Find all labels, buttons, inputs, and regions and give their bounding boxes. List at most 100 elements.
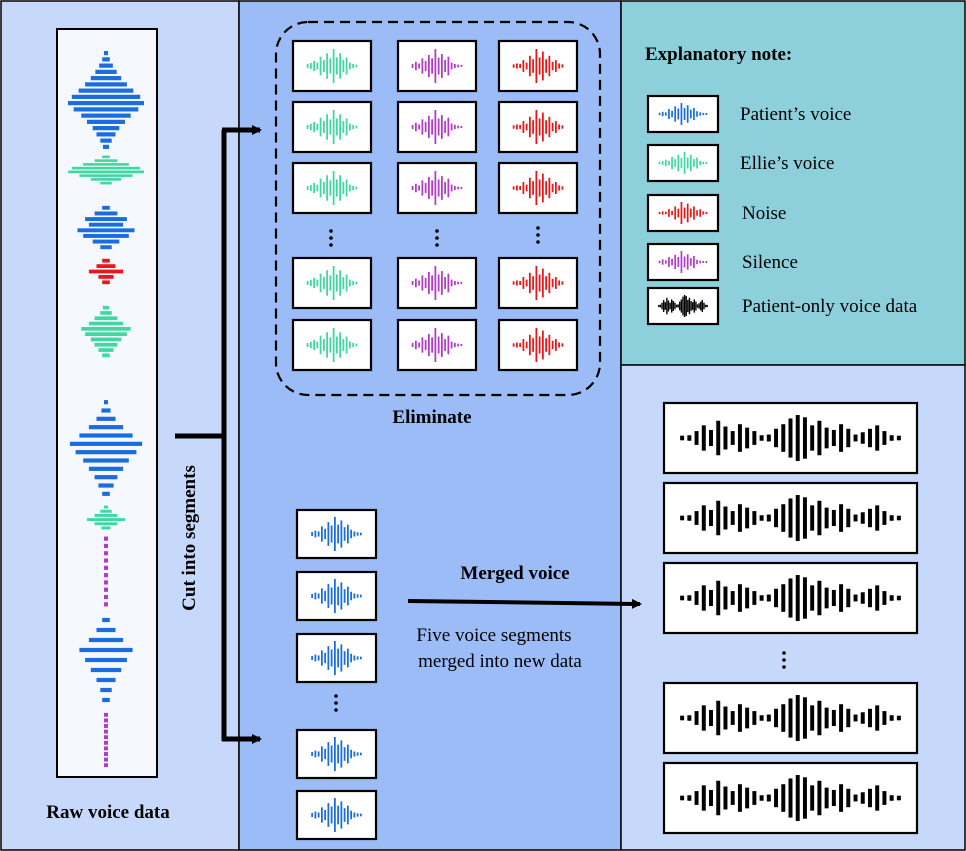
segment-tile-silence — [396, 318, 478, 372]
segment-tile-noise — [497, 39, 579, 93]
legend-label: Patient-only voice data — [742, 296, 918, 317]
eliminate-group — [274, 20, 602, 397]
legend-item-patient_only: Patient-only voice data — [646, 286, 918, 326]
waveform-icon — [658, 103, 708, 125]
legend-swatch — [646, 242, 720, 282]
waveform-icon — [306, 171, 358, 205]
raw-segment-noise — [88, 258, 124, 285]
waveform-icon — [306, 266, 358, 300]
legend-item-silence: Silence — [646, 242, 798, 282]
eliminated-segments — [291, 39, 579, 372]
segment-tile-noise — [497, 256, 579, 310]
waveform-icon — [680, 415, 901, 461]
ellipsis-markers — [329, 226, 786, 712]
legend-label: Silence — [742, 252, 798, 273]
legend-swatch — [646, 94, 720, 134]
waveform-icon — [311, 579, 362, 613]
raw-segment-patient — [68, 51, 144, 149]
legend-item-ellie: Ellie’s voice — [646, 143, 834, 183]
merged-output-tile — [662, 481, 919, 555]
segment-tile-noise — [497, 100, 579, 154]
waveform-icon — [680, 575, 901, 621]
waveform-icon — [306, 328, 358, 362]
legend-label: Noise — [742, 203, 786, 224]
waveform-icon — [311, 798, 362, 832]
patient-segments — [295, 508, 378, 841]
waveform-icon — [658, 251, 708, 273]
raw-segment-ellie — [87, 505, 125, 530]
split-connector — [175, 125, 262, 744]
segment-tile-patient — [295, 632, 378, 684]
waveform-icon — [411, 110, 463, 144]
segment-tile-ellie — [291, 39, 373, 93]
waveform-icon — [411, 328, 463, 362]
raw-voice-label: Raw voice data — [46, 802, 170, 823]
raw-voice-waveform — [68, 51, 144, 768]
legend-label: Patient’s voice — [740, 104, 851, 125]
segment-tile-noise — [497, 318, 579, 372]
waveform-icon — [306, 110, 358, 144]
waveform-icon — [512, 328, 564, 362]
raw-segment-ellie — [68, 155, 144, 185]
legend-swatch — [646, 143, 720, 183]
waveform-icon — [658, 295, 708, 317]
waveform-icon — [658, 152, 708, 174]
raw-segment-ellie — [81, 305, 131, 358]
segment-tile-silence — [396, 39, 478, 93]
waveform-icon — [680, 775, 901, 821]
segment-tile-ellie — [291, 100, 373, 154]
waveform-icon — [680, 495, 901, 541]
vertical-ellipsis-icon — [435, 229, 439, 247]
raw-segment-patient — [77, 205, 135, 250]
merged-output-tile — [662, 681, 919, 755]
vertical-ellipsis-icon — [329, 229, 333, 247]
legend-label: Ellie’s voice — [740, 153, 834, 174]
segment-tile-ellie — [291, 256, 373, 310]
waveform-icon — [512, 49, 564, 83]
segment-tile-patient — [295, 728, 378, 780]
segment-tile-silence — [396, 161, 478, 215]
segment-tile-silence — [396, 256, 478, 310]
legend-swatch — [646, 286, 720, 326]
cut-segments-label: Cut into segments — [179, 465, 200, 611]
merged-voice-label: Merged voice — [460, 563, 569, 584]
waveform-icon — [512, 110, 564, 144]
merged-description: merged into new data — [418, 651, 582, 672]
eliminate-label: Eliminate — [392, 407, 471, 428]
waveform-icon — [512, 171, 564, 205]
waveform-icon — [658, 202, 708, 224]
vertical-ellipsis-icon — [536, 226, 540, 244]
merged-output-tile — [662, 561, 919, 635]
raw-segment-patient — [69, 400, 143, 496]
vertical-ellipsis-icon — [334, 694, 338, 712]
segment-tile-ellie — [291, 318, 373, 372]
legend-item-noise: Noise — [646, 193, 786, 233]
legend-swatch — [646, 193, 720, 233]
merged-description: Five voice segments — [416, 625, 571, 646]
segment-tile-noise — [497, 161, 579, 215]
legend-item-patient: Patient’s voice — [646, 94, 851, 134]
arrow-right-icon — [407, 598, 642, 609]
legend-title: Explanatory note: — [645, 44, 792, 65]
segment-tile-silence — [396, 100, 478, 154]
waveform-icon — [311, 517, 362, 551]
waveform-icon — [411, 171, 463, 205]
raw-segment-silence — [104, 712, 108, 768]
merged-output-tile — [662, 761, 919, 835]
merged-output-tile — [662, 401, 919, 475]
raw-segment-silence — [104, 536, 108, 607]
segment-tile-patient — [295, 570, 378, 622]
segment-tile-patient — [295, 508, 378, 560]
vertical-ellipsis-icon — [782, 651, 786, 669]
waveform-icon — [411, 49, 463, 83]
waveform-icon — [512, 266, 564, 300]
raw-segment-patient — [79, 617, 133, 703]
waveform-icon — [311, 737, 362, 771]
waveform-icon — [306, 49, 358, 83]
segment-tile-patient — [295, 789, 378, 841]
waveform-icon — [680, 695, 901, 741]
segment-tile-ellie — [291, 161, 373, 215]
